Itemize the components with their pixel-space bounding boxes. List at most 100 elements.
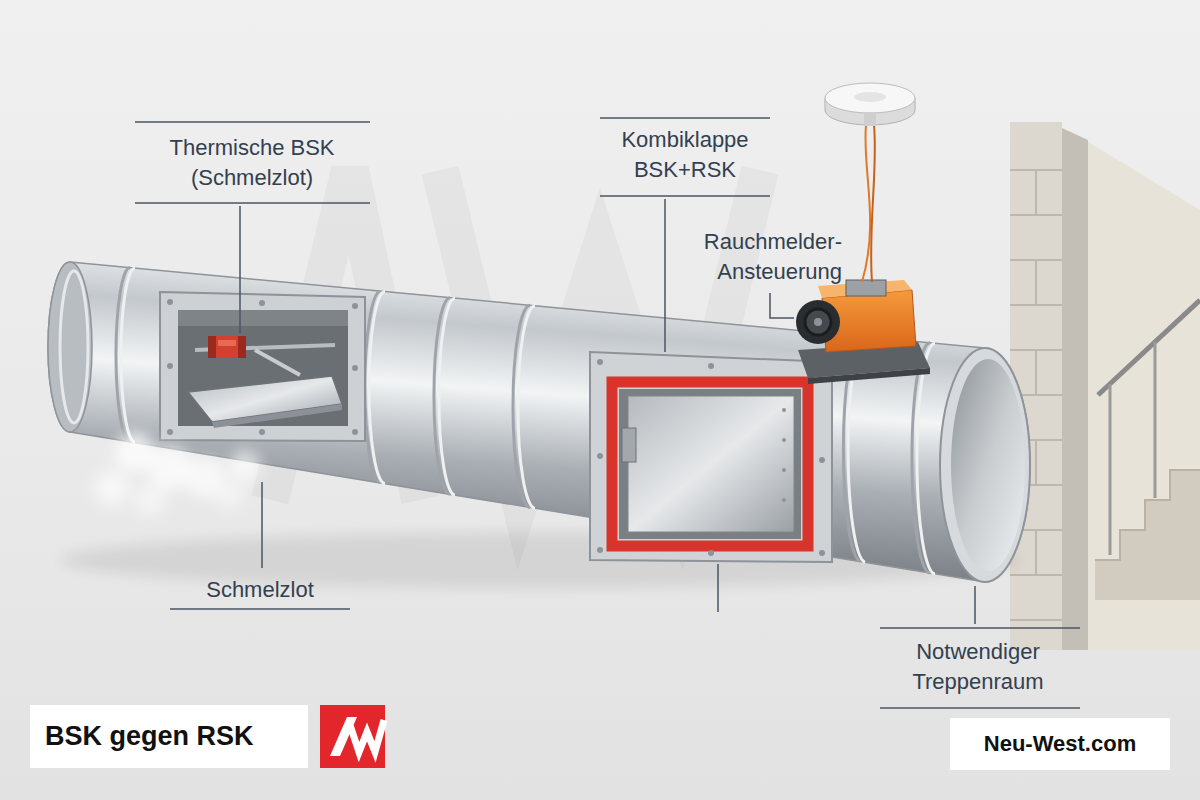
combination-damper — [612, 382, 808, 546]
smoke-actuator — [808, 368, 930, 384]
combination-damper — [597, 453, 603, 459]
smoke — [94, 432, 261, 516]
smoke-actuator — [814, 318, 822, 326]
leader-lines — [880, 627, 1080, 629]
callout-label: Rauchmelder- Ansteuerung — [672, 227, 842, 287]
spiral-duct — [951, 359, 1025, 571]
thermal-fire-damper — [167, 429, 173, 435]
stairwell-wall — [1098, 300, 1200, 395]
site-badge: Neu-West.com — [950, 718, 1170, 770]
leader-lines — [664, 199, 666, 352]
spiral-duct — [48, 262, 92, 432]
smoke-detector — [825, 83, 915, 113]
spiral-duct — [518, 306, 535, 509]
spiral-duct — [940, 348, 1030, 582]
thermal-fire-damper — [255, 350, 300, 375]
stairwell-wall — [1035, 530, 1037, 575]
smoke-detector — [854, 92, 886, 102]
thermal-fire-damper — [352, 365, 358, 371]
smoke-detector — [862, 125, 870, 282]
thermal-fire-damper — [259, 300, 265, 306]
stairwell-wall — [1010, 619, 1062, 621]
leader-lines — [600, 195, 770, 197]
spiral-duct — [48, 262, 1030, 582]
thermal-fire-damper — [160, 292, 365, 441]
thermal-fire-damper — [218, 340, 236, 346]
thermal-fire-damper — [352, 429, 358, 435]
combination-damper — [590, 352, 832, 562]
stairwell-wall — [1010, 122, 1200, 650]
callout-label: Schmelzlot — [160, 575, 360, 605]
stairwell-wall — [1062, 128, 1088, 650]
spiral-duct — [60, 271, 88, 423]
combination-damper — [628, 396, 794, 532]
smoke-actuator — [796, 280, 930, 384]
combination-damper — [782, 438, 786, 442]
thermal-fire-damper — [167, 299, 173, 305]
spiral-duct — [116, 268, 935, 574]
thermal-fire-damper — [167, 299, 358, 435]
leader-lines — [880, 707, 1080, 709]
combination-damper — [782, 408, 786, 412]
smoke-actuator — [796, 300, 840, 344]
thermal-fire-damper — [352, 303, 358, 309]
logo — [320, 705, 385, 768]
leader-lines — [135, 118, 1080, 708]
smoke-actuator — [846, 280, 886, 296]
thermal-fire-damper — [208, 336, 216, 358]
smoke-actuator — [805, 309, 831, 335]
smoke-detector — [871, 125, 875, 282]
callout-label: Kombiklappe BSK+RSK — [595, 125, 775, 185]
smoke-detector — [864, 112, 876, 126]
stairwell-wall — [1085, 140, 1200, 650]
combination-damper — [708, 363, 714, 369]
leader-lines — [717, 564, 719, 612]
spiral-duct — [917, 343, 935, 574]
combination-damper — [590, 352, 832, 562]
combination-damper — [782, 498, 786, 502]
leader-lines — [170, 608, 350, 610]
smoke — [229, 450, 261, 482]
combination-damper — [597, 359, 603, 365]
stairwell-wall — [1035, 260, 1037, 305]
thermal-fire-damper — [208, 336, 246, 358]
spiral-duct — [48, 262, 1030, 582]
spiral-duct — [116, 268, 130, 442]
callout-label: Thermische BSK (Schmelzlot) — [132, 133, 372, 193]
combination-damper — [597, 547, 603, 553]
title-box: BSK gegen RSK — [30, 705, 308, 768]
stairwell-wall — [1035, 440, 1037, 485]
smoke — [94, 470, 130, 506]
leader-lines — [974, 586, 976, 624]
thermal-fire-damper — [238, 336, 246, 358]
callout-label: Notwendiger Treppenraum — [878, 637, 1078, 697]
logo — [320, 705, 385, 768]
stairwell-wall — [1035, 350, 1037, 395]
spiral-duct — [439, 298, 455, 495]
logo — [349, 720, 384, 752]
combination-damper — [819, 457, 825, 463]
thermal-fire-damper — [212, 404, 342, 428]
thermal-fire-damper — [178, 310, 348, 326]
combination-damper — [782, 468, 786, 472]
combination-damper — [819, 550, 825, 556]
combination-damper — [622, 428, 636, 462]
leader-lines — [239, 206, 241, 333]
leader-lines — [135, 202, 370, 204]
stairwell-wall — [1035, 170, 1037, 215]
stairwell-wall — [1109, 384, 1112, 555]
thermal-fire-damper — [160, 292, 365, 441]
leader-lines — [770, 293, 794, 318]
thermal-fire-damper — [259, 429, 265, 435]
stairwell-wall — [1154, 342, 1157, 498]
combination-damper — [597, 359, 825, 556]
spiral-duct — [369, 292, 385, 484]
combination-damper — [708, 550, 714, 556]
thermal-fire-damper — [167, 363, 173, 369]
leader-lines — [135, 121, 370, 123]
leader-lines — [600, 117, 770, 119]
combination-damper — [619, 389, 801, 539]
spiral-duct — [121, 268, 135, 442]
leader-lines — [261, 482, 263, 568]
smoke — [216, 481, 244, 509]
